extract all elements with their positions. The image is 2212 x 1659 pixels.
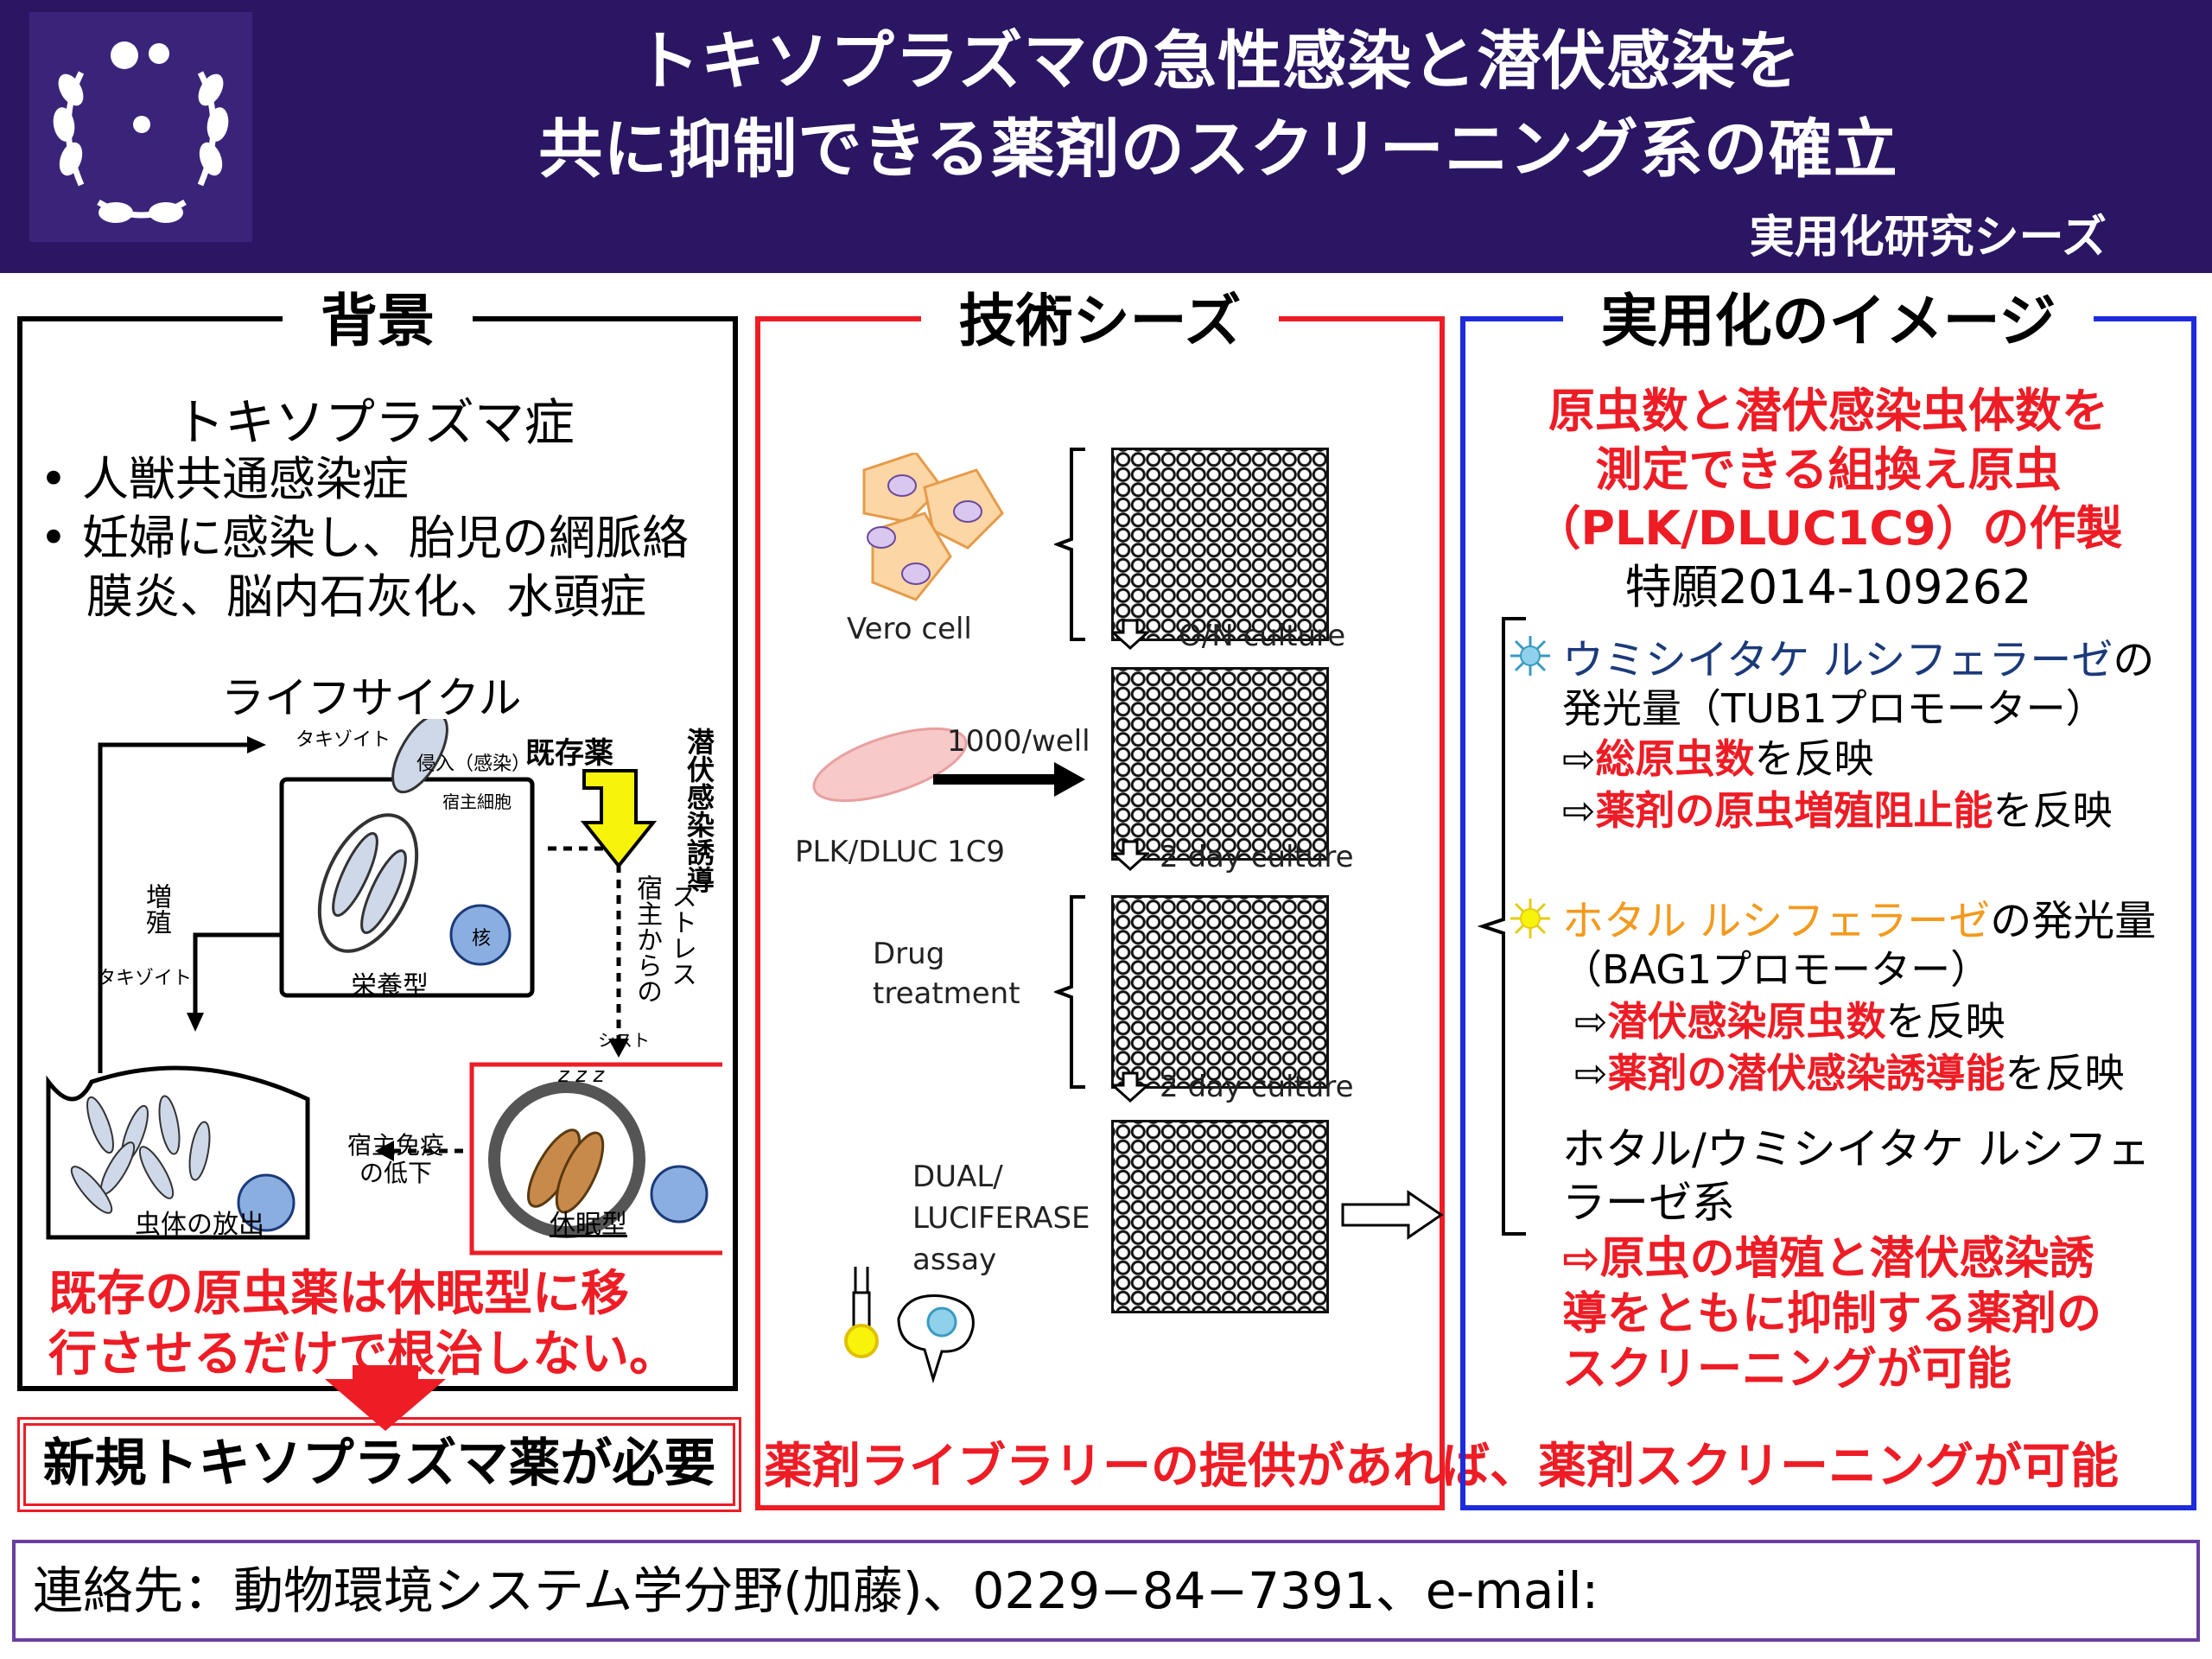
plate-1 — [1111, 448, 1329, 641]
renilla-line-1: ウミシイタケ ルシフェラーゼの — [1562, 636, 2155, 684]
nucleus-icon — [449, 904, 512, 966]
luciferase-icon — [844, 1267, 975, 1384]
background-heading: 背景 — [283, 290, 473, 353]
application-heading: 実用化のイメージ — [1562, 290, 2094, 353]
warning-line-1: 既存の原虫薬は休眠型に移 — [48, 1266, 629, 1322]
lc-host-cell: 宿主細胞 — [442, 791, 512, 812]
conclusion-line-2: 導をともに抑制する薬剤の — [1562, 1288, 2102, 1340]
result-arrow-icon — [1341, 1190, 1444, 1240]
page-title: トキソプラズマの急性感染と潜伏感染を 共に抑制できる薬剤のスクリーニング系の確立 — [259, 17, 2177, 194]
plate-4 — [1111, 1120, 1329, 1313]
dual-system-line-1: ホタル/ウミシイタケ ルシフェ — [1562, 1124, 2151, 1174]
lc-cyst: シスト — [598, 1030, 650, 1051]
lc-stress: ストレス — [666, 883, 696, 987]
renilla-line-2: 発光量（TUB1プロモーター） — [1562, 685, 2106, 732]
firefly-item-1: ⇨潜伏感染原虫数を反映 — [1574, 998, 2005, 1045]
disease-name: トキソプラズマ症 — [175, 393, 575, 452]
lc-release: 虫体の放出 — [135, 1210, 264, 1240]
lc-vegetative: 栄養型 — [351, 971, 429, 1001]
lc-latent-induction: 潜伏感染誘導 — [683, 728, 715, 893]
day2-label-a: 2 day culture — [1160, 840, 1354, 874]
lc-zzz: z z z — [558, 1063, 605, 1087]
patent-number: 特願2014-109262 — [1624, 560, 2032, 614]
header-banner: トキソプラズマの急性感染と潜伏感染を 共に抑制できる薬剤のスクリーニング系の確立… — [0, 0, 2212, 273]
conclusion-line-3: スクリーニングが可能 — [1562, 1344, 2012, 1395]
bracket-3 — [1054, 895, 1085, 1089]
dual-label-2: LUCIFERASE — [912, 1201, 1090, 1236]
lc-tachyzoite-left: タキゾイト — [97, 968, 193, 989]
firefly-line-1: ホタル ルシフェラーゼの発光量 — [1562, 897, 2157, 945]
drug-label-1: Drug — [873, 937, 945, 971]
lc-dormant: 休眠型 — [550, 1210, 627, 1240]
vero-label: Vero cell — [847, 612, 972, 646]
lc-immune-drop-1: 宿主免疫 — [347, 1131, 445, 1160]
title-line-1: トキソプラズマの急性感染と潜伏感染を — [635, 24, 1802, 99]
renilla-sun-icon — [1510, 636, 1550, 676]
tech-heading: 技術シーズ — [920, 290, 1280, 353]
tech-panel: 技術シーズ Vero cell PLK/DLUC 1C9 1000/well D… — [755, 290, 1445, 1510]
down-arrow-icon — [1111, 619, 1149, 650]
renilla-item-1: ⇨総原虫数を反映 — [1562, 735, 1874, 782]
laurel-wreath-logo-icon — [29, 12, 252, 242]
renilla-item-2: ⇨薬剤の原虫増殖阻止能を反映 — [1562, 787, 2113, 834]
cycle-arrow-top — [98, 742, 247, 1073]
plate-3 — [1111, 895, 1329, 1089]
lifecycle-diagram — [46, 719, 722, 1255]
application-panel: 実用化のイメージ 原虫数と潜伏感染虫体数を 測定できる組換え原虫 （PLK/DL… — [1460, 290, 2196, 1510]
title-line-2: 共に抑制できる薬剤のスクリーニング系の確立 — [538, 112, 1898, 187]
lc-existing-drug: 既存薬 — [525, 736, 613, 771]
lc-nucleus: 核 — [472, 928, 492, 950]
lc-tachyzoite-top: タキゾイト — [296, 729, 391, 751]
dual-label-3: assay — [912, 1243, 997, 1277]
lc-immune-drop-2: の低下 — [359, 1159, 433, 1187]
firefly-line-2: （BAG1プロモーター） — [1562, 946, 1991, 993]
intro-line-3: （PLK/DLUC1C9）の作製 — [1534, 501, 2123, 556]
dual-system-line-2: ラーゼ系 — [1562, 1178, 1735, 1228]
lc-invasion: 侵入（感染） — [416, 753, 531, 775]
existing-drug-arrow — [580, 769, 658, 869]
need-box: 新規トキソプラズマ薬が必要 — [17, 1417, 741, 1512]
intro-block: 原虫数と潜伏感染虫体数を 測定できる組換え原虫 （PLK/DLUC1C9）の作製… — [1465, 382, 2191, 617]
bullet-2: • 妊婦に感染し、胎児の網脈絡 — [40, 511, 690, 565]
proliferation-arrow — [193, 932, 282, 1013]
background-panel: 背景 トキソプラズマ症 • 人獣共通感染症 • 妊婦に感染し、胎児の網脈絡 膜炎… — [17, 290, 738, 1391]
dual-label-1: DUAL/ — [912, 1160, 1003, 1194]
firefly-item-2: ⇨薬剤の潜伏感染誘導能を反映 — [1574, 1050, 2125, 1096]
bullet-1: • 人獣共通感染症 — [40, 452, 410, 506]
down-arrow-icon — [1111, 840, 1149, 871]
lc-from-host: 宿主からの — [632, 874, 662, 1004]
intro-line-1: 原虫数と潜伏感染虫体数を — [1548, 384, 2108, 438]
right-bracket — [1478, 617, 1526, 1236]
down-arrow-icon — [1111, 1071, 1149, 1103]
lc-proliferation: 増殖 — [141, 883, 171, 935]
plk-parasite-icon — [812, 727, 968, 803]
firefly-sun-icon — [1510, 899, 1550, 938]
bullet-2-cont: 膜炎、脳内石灰化、水頭症 — [86, 569, 646, 624]
contact-footer: 連絡先：動物環境システム学分野(加藤)、0229−84−7391、e-mail:… — [12, 1540, 2200, 1659]
drug-label-2: treatment — [873, 976, 1020, 1011]
inoculation-arrow — [933, 762, 1085, 797]
bracket-1 — [1054, 448, 1085, 641]
library-offer: 薬剤ライブラリーの提供があれば、薬剤スクリーニングが可能 — [764, 1439, 2119, 1495]
plate-2 — [1111, 667, 1329, 861]
vero-cell-icon — [862, 453, 1004, 601]
per-well-label: 1000/well — [947, 724, 1090, 759]
conclusion-line-1: ⇨原虫の増殖と潜伏感染誘 — [1562, 1233, 2094, 1285]
day2-label-b: 2 day culture — [1160, 1070, 1354, 1104]
intro-line-2: 測定できる組換え原虫 — [1595, 442, 2062, 497]
on-culture-label: O/N culture — [1179, 619, 1346, 653]
plk-label: PLK/DLUC 1C9 — [795, 835, 1006, 869]
lifecycle-title: ライフサイクル — [221, 673, 522, 723]
subtitle: 実用化研究シーズ — [1749, 212, 2107, 264]
